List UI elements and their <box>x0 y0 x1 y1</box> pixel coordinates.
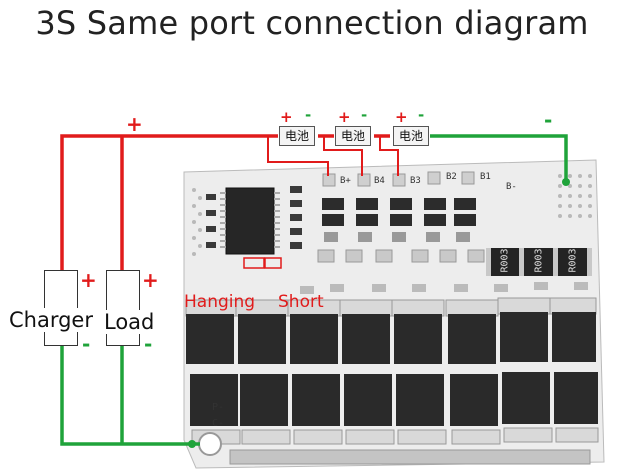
short-label: Short <box>278 292 324 312</box>
pcb-label-c-minus: C- <box>212 418 225 429</box>
b-minus-connection <box>562 178 570 186</box>
load-box <box>106 270 140 346</box>
cell3-minus: - <box>418 106 425 124</box>
cell3-plus: + <box>395 108 408 126</box>
battery-cell-2: 电池 <box>335 126 371 146</box>
charger-plus-sign: + <box>80 268 97 292</box>
pcb-label-b2: B2 <box>446 172 457 182</box>
load-plus-sign: + <box>142 268 159 292</box>
load-minus-sign: - <box>144 332 153 356</box>
pcb-label-b1: B1 <box>480 172 491 182</box>
pcb-label-b-plus: B+ <box>340 176 351 186</box>
cell1-plus: + <box>280 108 293 126</box>
shunt-resistor-3-code: R003 <box>567 248 579 273</box>
charger-minus-sign: - <box>82 332 91 356</box>
cell1-minus: - <box>305 106 312 124</box>
battery-cell-1: 电池 <box>279 126 315 146</box>
charger-label: Charger <box>9 308 93 332</box>
shunt-resistor-2-code: R003 <box>533 248 545 273</box>
battery-cell-3: 电池 <box>393 126 429 146</box>
p-minus-connection <box>188 440 196 448</box>
bus-minus-sign: - <box>544 108 553 132</box>
diagram-title: 3S Same port connection diagram <box>35 4 589 42</box>
shunt-resistor-1-code: R003 <box>499 248 511 273</box>
load-label: Load <box>104 310 155 334</box>
bus-plus-sign: + <box>126 112 143 136</box>
cell2-plus: + <box>338 108 351 126</box>
pcb-label-b4: B4 <box>374 176 385 186</box>
pcb-label-b3: B3 <box>410 176 421 186</box>
cell2-minus: - <box>361 106 368 124</box>
hanging-label: Hanging <box>184 292 256 312</box>
pcb-label-b-minus: B- <box>506 182 517 192</box>
pcb-label-p-minus: P- <box>212 402 225 413</box>
